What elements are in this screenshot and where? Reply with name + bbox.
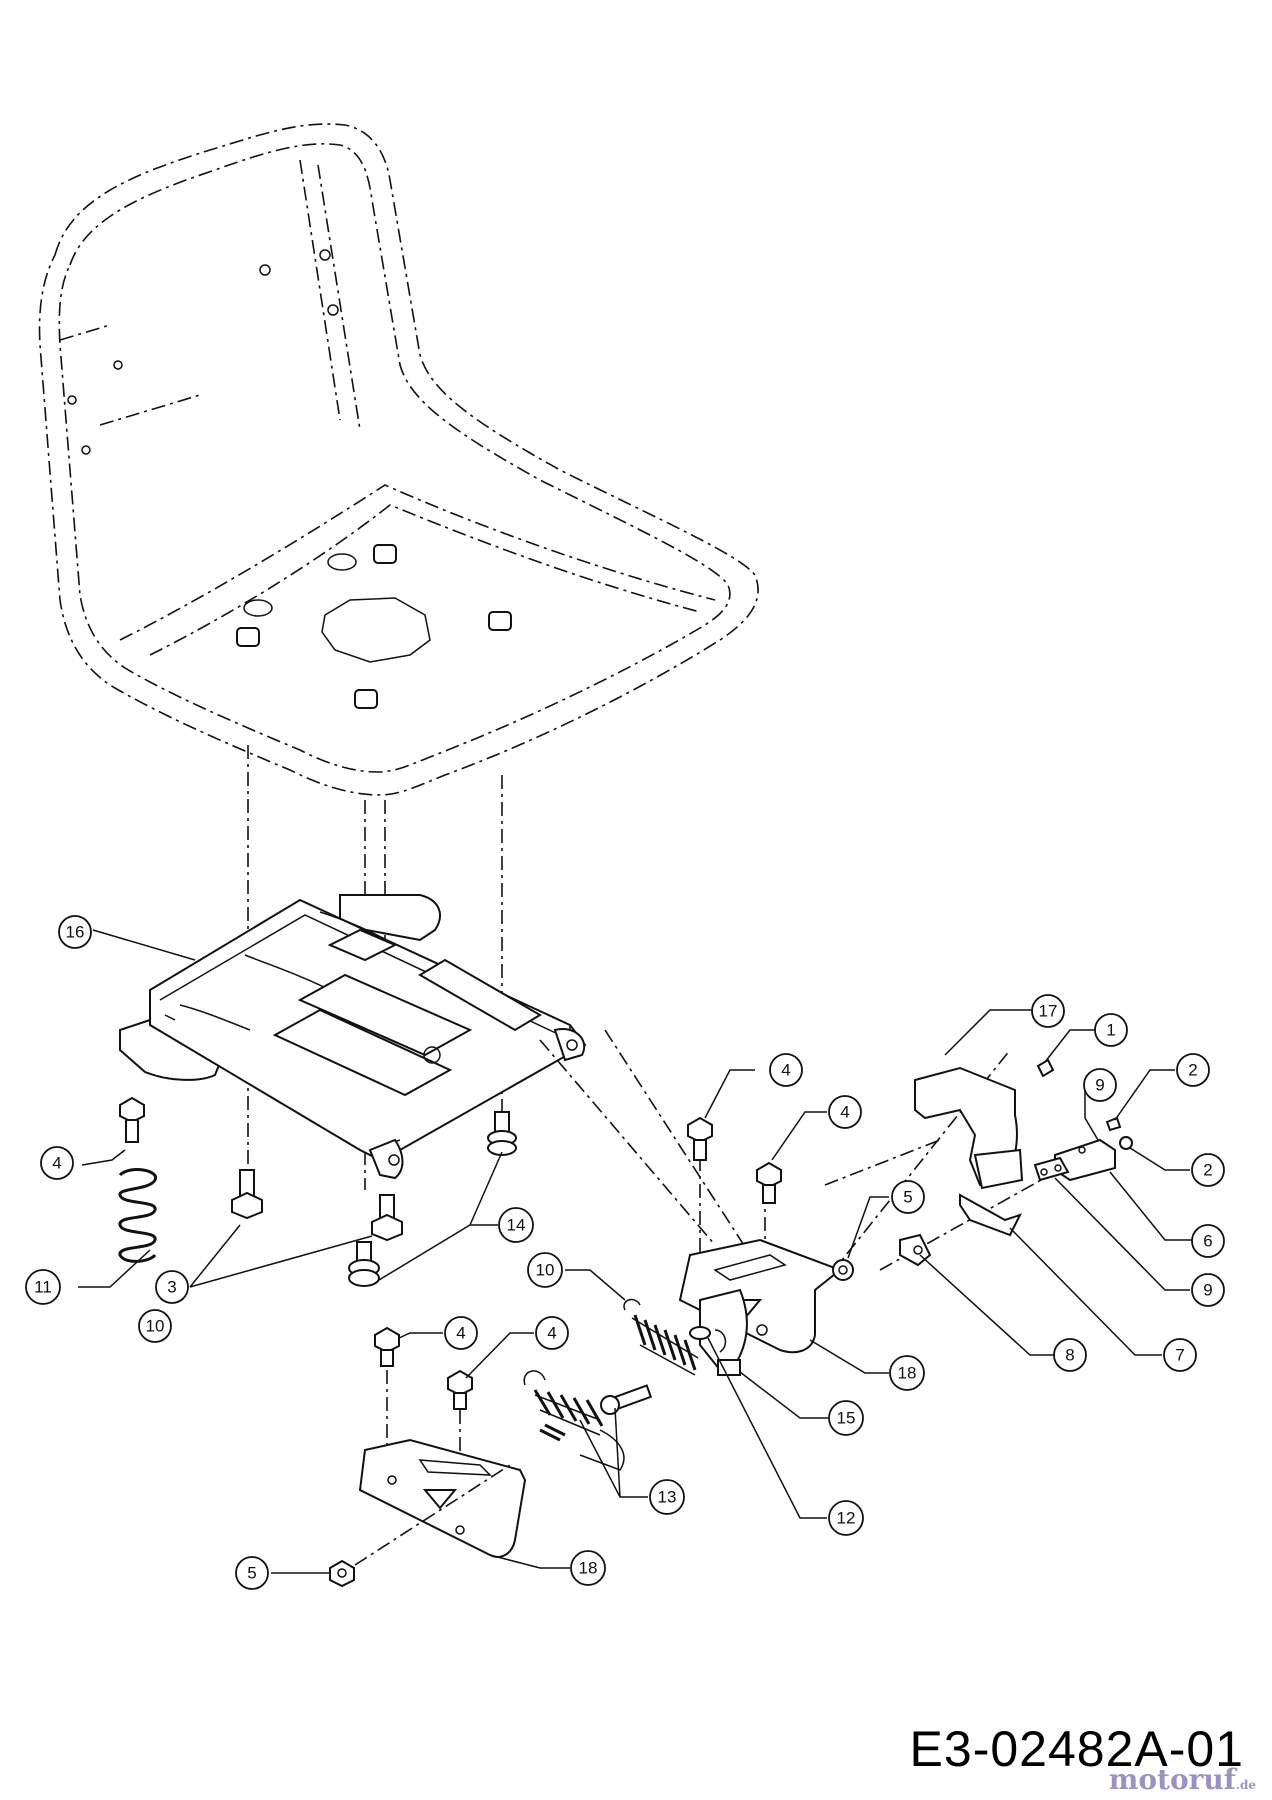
callout-label-5-upper: 5	[903, 1188, 912, 1207]
callout-label-4-c: 4	[52, 1154, 61, 1173]
callout-label-9-top: 9	[1095, 1076, 1104, 1095]
callout-label-11: 11	[34, 1278, 52, 1297]
callout-10-right: 10	[527, 1252, 563, 1288]
bolt-10	[371, 1194, 403, 1242]
callout-label-4-b: 4	[840, 1103, 849, 1122]
seat-base-plate	[119, 894, 587, 1180]
callout-label-6: 6	[1203, 1232, 1212, 1251]
spring-13-lower	[523, 1370, 625, 1471]
callout-4-b: 4	[828, 1095, 862, 1129]
watermark-brand: motoruf	[1108, 1763, 1236, 1796]
latch-15	[699, 1288, 748, 1376]
callout-13: 13	[649, 1479, 685, 1515]
washer-12	[689, 1326, 711, 1340]
callout-1: 1	[1094, 1013, 1128, 1047]
callout-label-5-lower: 5	[247, 1564, 256, 1583]
callout-5-upper: 5	[891, 1180, 925, 1214]
cover-17	[914, 1066, 1024, 1190]
screw-1	[1036, 1058, 1055, 1078]
spring-11	[118, 1168, 157, 1263]
callout-label-12: 12	[837, 1509, 856, 1528]
callout-7: 7	[1163, 1338, 1197, 1372]
bolt-4-left	[119, 1096, 145, 1143]
callout-label-9-bottom: 9	[1203, 1281, 1212, 1300]
bolt-3	[231, 1169, 263, 1220]
callout-label-3: 3	[167, 1278, 176, 1297]
grommet-14-b	[348, 1241, 380, 1287]
callout-label-8: 8	[1065, 1346, 1074, 1365]
bolt-4-lower-a	[374, 1326, 400, 1367]
callout-16: 16	[58, 915, 92, 949]
spring-10-upper	[623, 1298, 699, 1376]
callout-label-1: 1	[1106, 1021, 1115, 1040]
callout-4-d: 4	[444, 1316, 478, 1350]
callout-6: 6	[1191, 1224, 1225, 1258]
callout-label-7: 7	[1175, 1346, 1184, 1365]
callout-label-10-left: 10	[146, 1317, 165, 1336]
bolt-4-right-a	[687, 1116, 713, 1161]
callout-9-bottom: 9	[1191, 1273, 1225, 1307]
callout-label-14: 14	[507, 1216, 526, 1235]
callout-4-e: 4	[535, 1316, 569, 1350]
callout-label-18-lower: 18	[579, 1559, 598, 1578]
callout-label-18-upper: 18	[898, 1364, 917, 1383]
nut-5-upper	[832, 1259, 854, 1281]
callout-label-13: 13	[658, 1488, 677, 1507]
callout-9-top: 9	[1083, 1068, 1117, 1102]
nut-5-lower	[329, 1559, 355, 1588]
watermark-logo: motoruf.de	[1109, 1763, 1256, 1796]
callout-3: 3	[155, 1270, 189, 1304]
leader-lines	[78, 929, 1192, 1574]
callout-11: 11	[25, 1269, 61, 1305]
callout-2-bottom: 2	[1191, 1153, 1225, 1187]
callout-label-2-top: 2	[1188, 1061, 1197, 1080]
callout-label-10-right: 10	[536, 1261, 555, 1280]
callout-label-16: 16	[66, 923, 85, 942]
callout-2-top: 2	[1176, 1053, 1210, 1087]
bolt-4-lower-b	[447, 1369, 473, 1410]
callout-8: 8	[1053, 1338, 1087, 1372]
callout-18-upper: 18	[889, 1355, 925, 1391]
bolt-4-right-b	[756, 1161, 782, 1204]
callout-4-c: 4	[40, 1146, 74, 1180]
callout-14: 14	[498, 1207, 534, 1243]
callout-5-lower: 5	[235, 1556, 269, 1590]
callout-label-2-bottom: 2	[1203, 1161, 1212, 1180]
callout-label-17: 17	[1039, 1002, 1058, 1021]
screws-2	[1105, 1116, 1133, 1150]
callout-label-4-e: 4	[547, 1324, 556, 1343]
callout-label-15: 15	[837, 1409, 856, 1428]
callout-15: 15	[828, 1400, 864, 1436]
plate-9	[1033, 1156, 1070, 1182]
callout-label-4-d: 4	[456, 1324, 465, 1343]
callout-17: 17	[1031, 994, 1065, 1028]
callout-label-4-a: 4	[781, 1061, 790, 1080]
bracket-7	[959, 1193, 1022, 1237]
callout-10-left: 10	[138, 1309, 172, 1343]
seat-shell	[38, 123, 759, 796]
pin-13	[600, 1384, 653, 1415]
seat-bolt-holes	[67, 249, 512, 709]
grommet-14-a	[487, 1111, 517, 1156]
rail-bracket-18-lower	[358, 1438, 527, 1558]
callout-18-lower: 18	[570, 1550, 606, 1586]
drawing-number: E3-02482A-01	[909, 1721, 1244, 1777]
callout-4-a: 4	[769, 1053, 803, 1087]
watermark-suffix: .de	[1235, 1778, 1256, 1792]
callout-12: 12	[828, 1500, 864, 1536]
